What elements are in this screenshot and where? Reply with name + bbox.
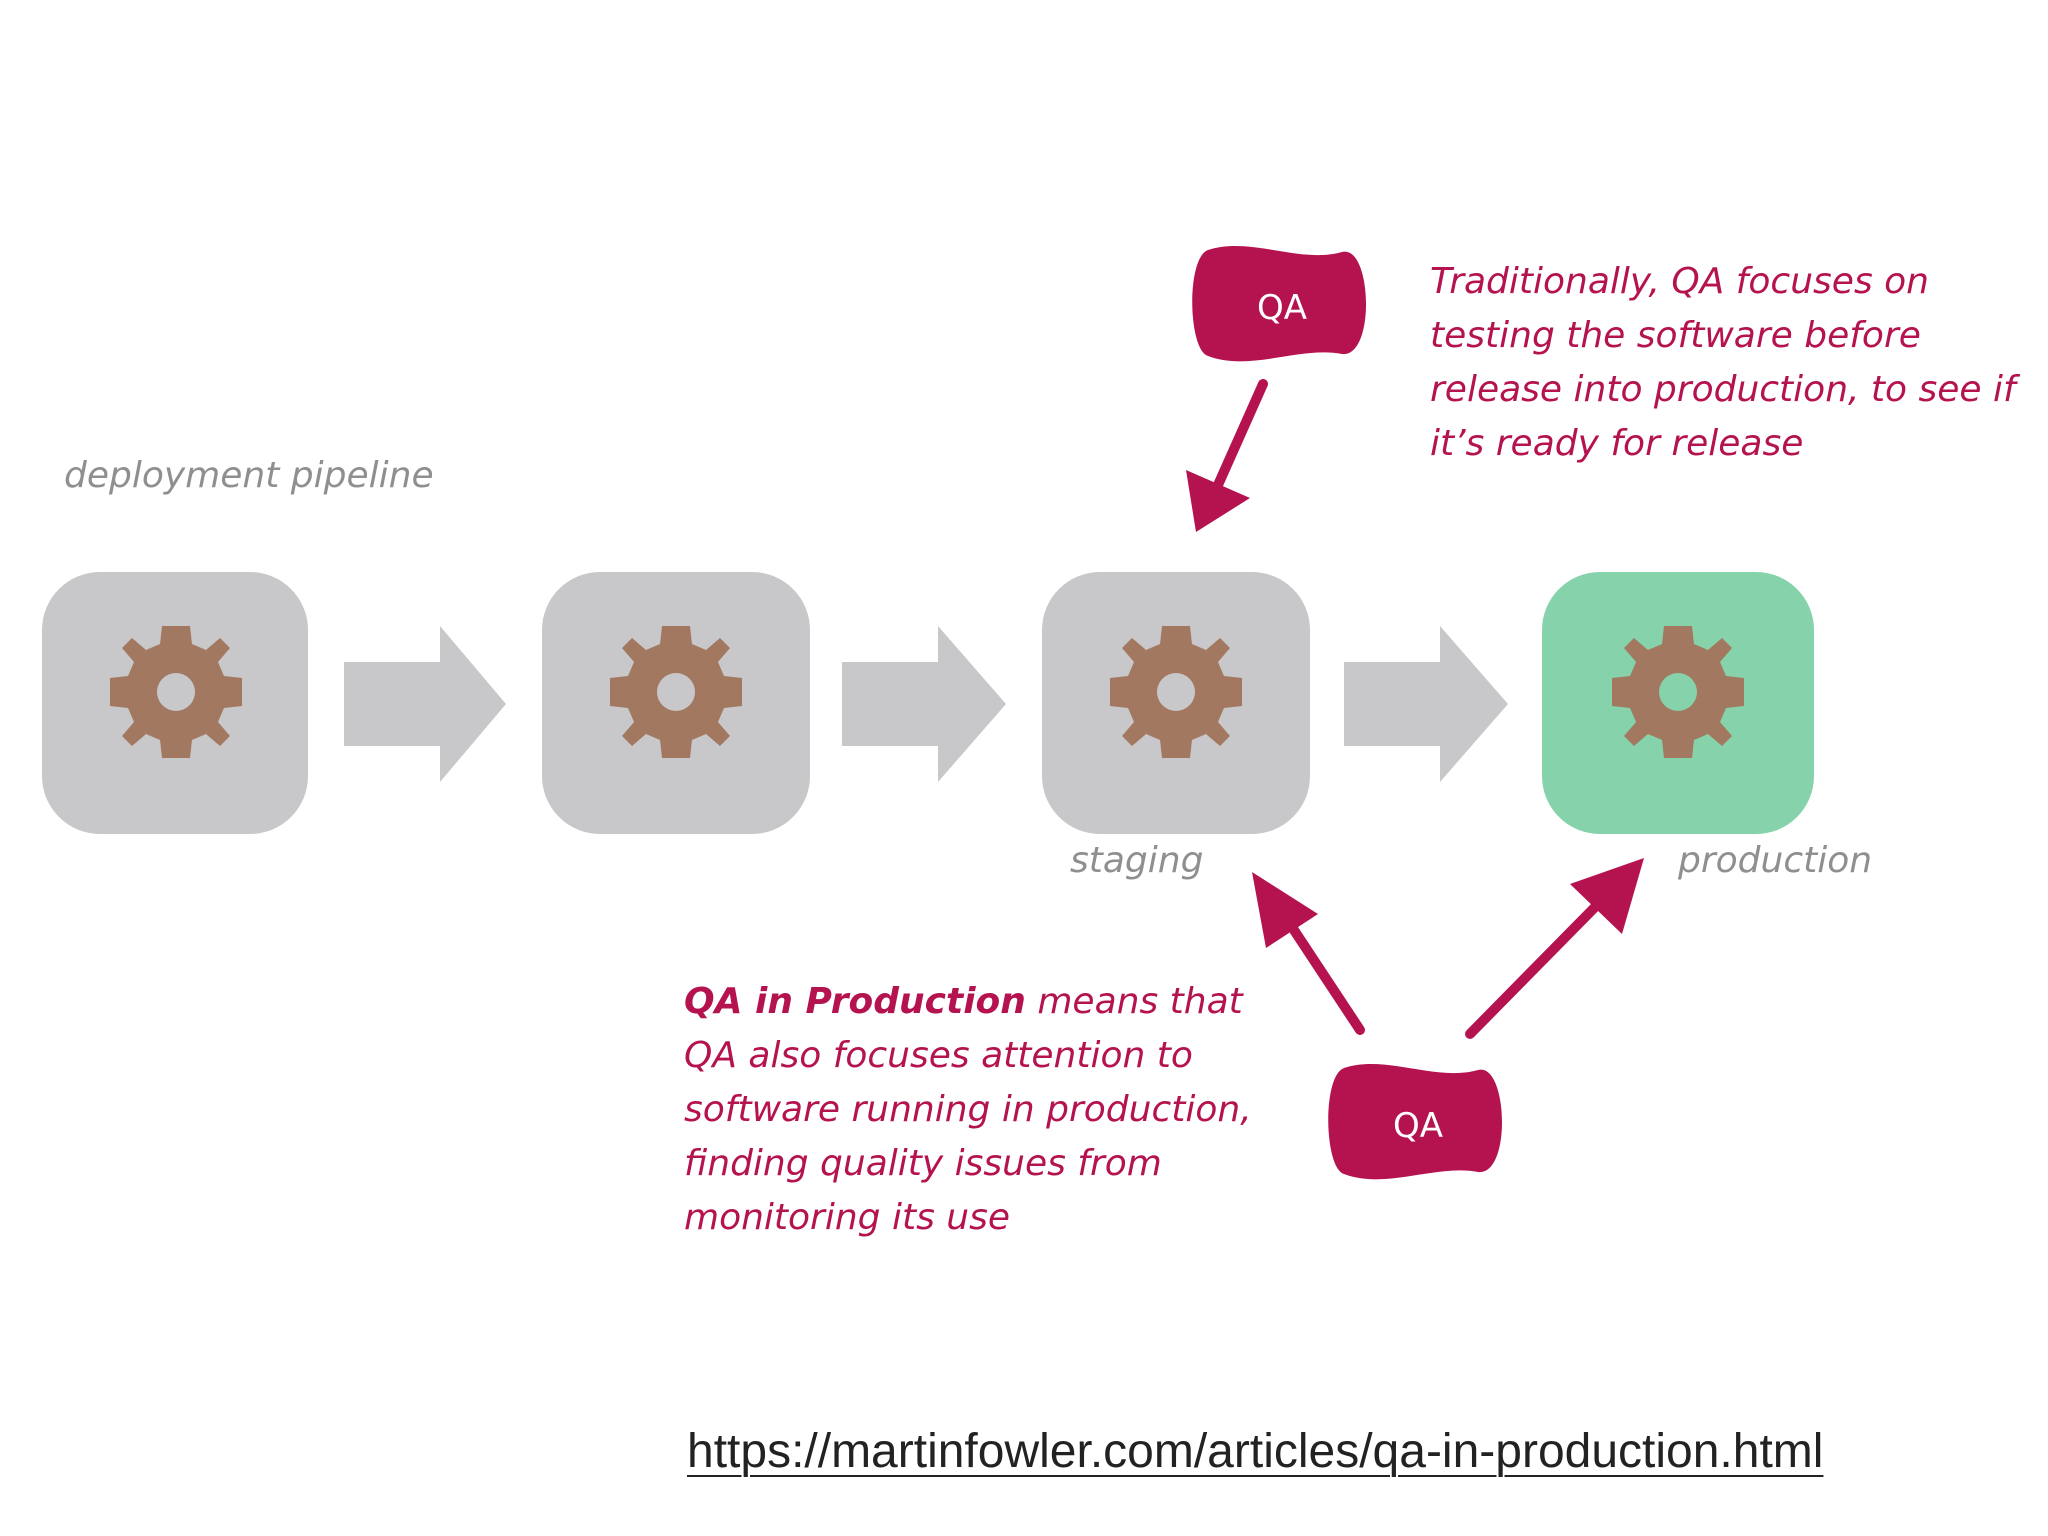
flow-arrow-1 [344,626,506,782]
note-line: monitoring its use [684,1197,1011,1238]
qa-in-production-note: QA in Production means that QA also focu… [684,975,1252,1245]
pipeline-stage-2 [542,572,810,834]
flow-arrow-3 [1344,626,1508,782]
note-line: Traditionally, QA focuses on [1430,261,1929,302]
gear-icon [110,626,242,758]
qa-badge-bottom: QA [1328,1063,1503,1180]
qa-arrow-to-staging-bottom [1252,872,1365,1035]
traditional-qa-note: Traditionally, QA focuses on testing the… [1430,255,2016,471]
pipeline-stage-1 [42,572,308,834]
note-line: QA in Production means that [684,975,1252,1029]
note-line: testing the software before [1430,315,1921,356]
note-line: finding quality issues from [684,1143,1162,1184]
note-line: software running in production, [684,1089,1252,1130]
pipeline-label: deployment pipeline [64,455,434,496]
pipeline-stage-production [1542,572,1814,834]
qa-arrow-to-staging-top [1186,379,1268,532]
qa-badge-label: QA [1393,1106,1443,1146]
qa-badge-label: QA [1257,288,1307,328]
flow-arrow-2 [842,626,1006,782]
gear-icon [1110,626,1242,758]
note-lead-rest: means that [1025,981,1243,1022]
note-line: it’s ready for release [1430,423,1804,464]
gear-icon [1612,626,1744,758]
stage-label-production: production [1678,840,1873,881]
gear-icon [610,626,742,758]
note-line: release into production, to see if [1430,369,2016,410]
note-lead: QA in Production [684,981,1026,1022]
stage-label-staging: staging [1070,840,1204,881]
qa-badge-top: QA [1192,245,1367,362]
pipeline-stage-staging [1042,572,1310,834]
note-line: QA also focuses attention to [684,1035,1193,1076]
qa-arrow-to-production [1465,858,1644,1039]
source-url-link[interactable]: https://martinfowler.com/articles/qa-in-… [687,1425,1824,1478]
